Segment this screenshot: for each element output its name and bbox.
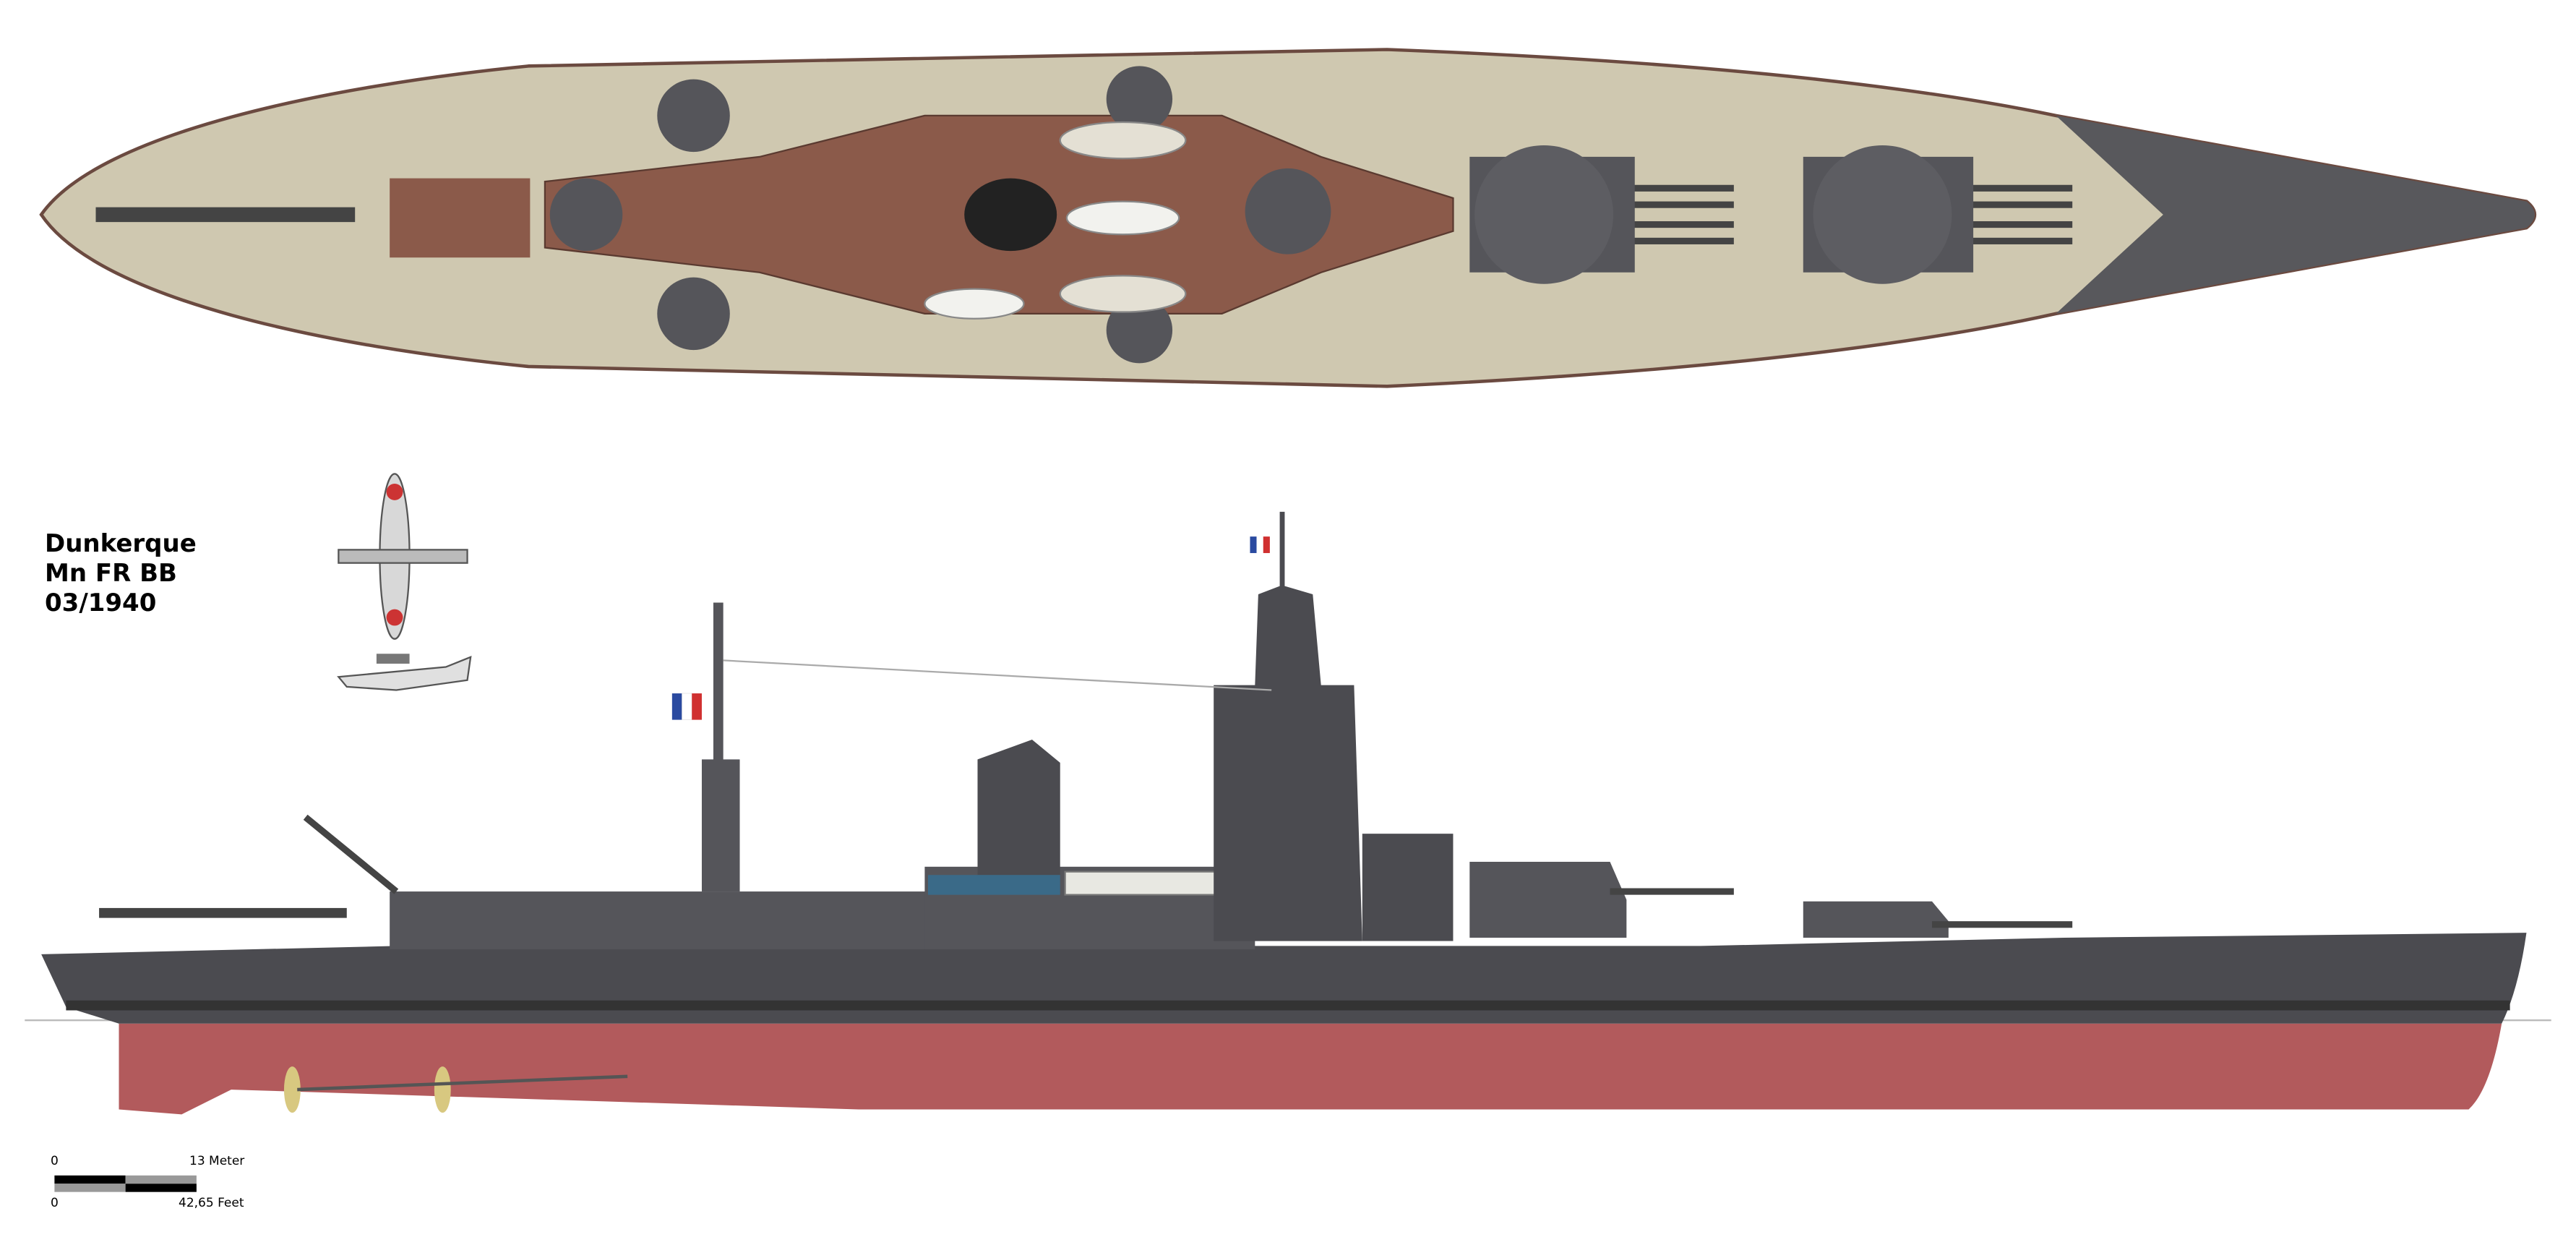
side-superstructure-aft	[390, 891, 935, 949]
side-boot-topping	[66, 1000, 2510, 1011]
top-stern-platform	[390, 178, 531, 258]
top-view	[39, 48, 2537, 388]
top-secondary-turret	[549, 178, 623, 252]
french-flag	[1250, 536, 1270, 553]
side-boat	[927, 875, 1060, 895]
top-boat	[1059, 121, 1187, 160]
top-main-turret-1	[1803, 145, 2073, 284]
top-main-turret-2	[1469, 145, 1734, 284]
side-rigging	[723, 659, 1272, 691]
side-boat	[1064, 870, 1223, 896]
scale-feet-start: 0	[51, 1196, 59, 1210]
side-tower-base	[1362, 834, 1454, 941]
side-catapult	[99, 907, 347, 918]
ship-name: Dunkerque	[45, 529, 197, 558]
scale-meter-start: 0	[51, 1154, 59, 1168]
top-bow-deck	[2056, 115, 2535, 314]
title-block: Dunkerque Mn FR BB 03/1940	[45, 529, 197, 618]
aircraft-side-view	[337, 654, 472, 691]
top-funnel	[964, 178, 1057, 252]
scale-bar	[54, 1175, 197, 1192]
top-secondary-turret	[657, 277, 730, 351]
ship-classification: Mn FR BB	[45, 559, 177, 588]
propeller	[283, 1066, 301, 1113]
top-boat	[924, 288, 1025, 320]
propeller	[434, 1066, 451, 1113]
top-secondary-turret	[1106, 297, 1173, 364]
top-secondary-turret	[1106, 66, 1173, 132]
side-main-turret-2	[1469, 861, 1734, 938]
side-main-turret-1	[1803, 901, 2073, 938]
side-tower	[1214, 511, 1362, 941]
french-flag	[671, 693, 702, 720]
side-mainmast	[701, 602, 740, 892]
side-crane	[303, 814, 399, 894]
scale-feet-end: 42,65 Feet	[179, 1196, 244, 1210]
aircraft-top-view	[338, 473, 468, 640]
side-view	[25, 511, 2551, 1115]
side-lower-hull	[119, 1023, 2502, 1115]
side-funnel	[977, 739, 1060, 876]
ship-date: 03/1940	[45, 589, 157, 617]
top-fire-control	[1245, 168, 1331, 254]
scale-meter-end: 13 Meter	[189, 1154, 245, 1168]
propeller-shaft	[297, 1074, 628, 1092]
top-boat	[1065, 200, 1180, 236]
top-boat	[1059, 275, 1187, 313]
top-secondary-turret	[657, 79, 730, 153]
